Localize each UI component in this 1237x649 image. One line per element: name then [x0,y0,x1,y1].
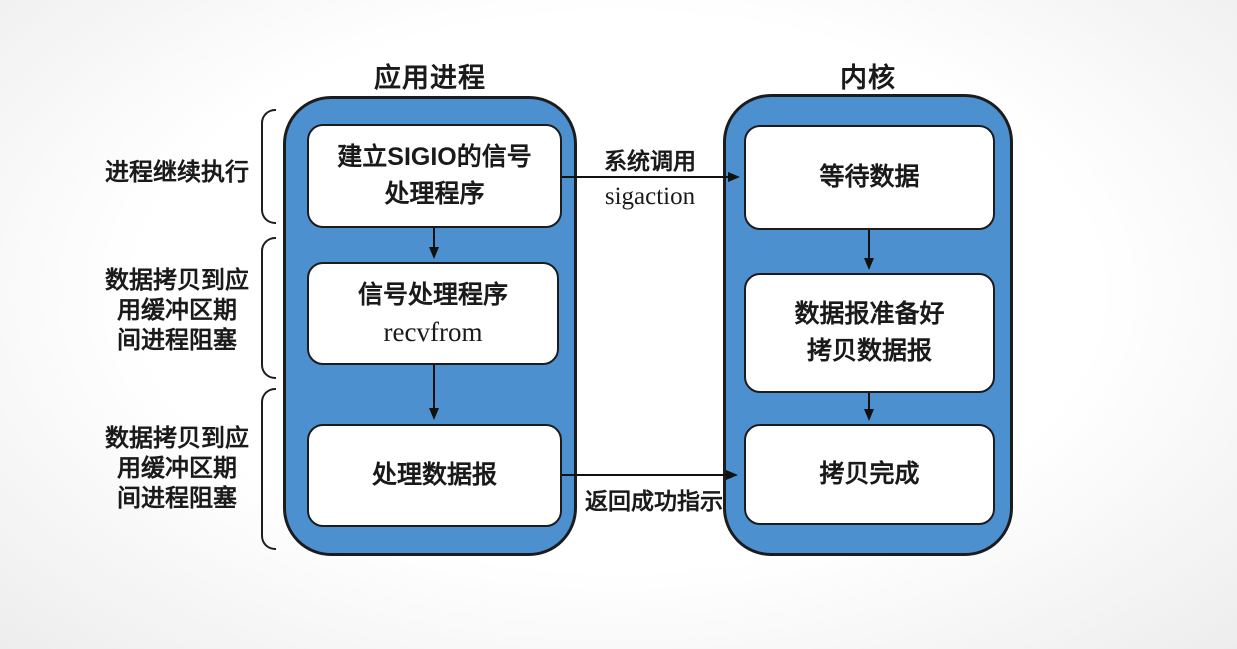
app-box-process-datagram: 处理数据报 [307,424,562,527]
label-line: 数据拷贝到应 [105,267,249,294]
label-line: 间进程阻塞 [117,327,237,354]
return-success-arrow-label: 返回成功指示 [585,488,723,514]
box-text-line: 数据报准备好 [794,300,945,328]
app-box-setup-sigio-handler: 建立SIGIO的信号 处理程序 [307,124,562,228]
kernel-box-wait-for-data: 等待数据 [744,125,995,230]
phase-label-process-continues: 进程继续执行 [98,158,256,188]
bracket-phase-3 [261,388,276,550]
bracket-phase-1 [261,109,276,224]
app-process-title: 应用进程 [374,63,486,93]
label-line: 用缓冲区期 [117,455,237,482]
phase-label-blocked-during-copy-2: 数据拷贝到应 用缓冲区期 间进程阻塞 [98,424,256,514]
label-line: 进程继续执行 [105,159,249,186]
box-text-line: 信号处理程序 [357,280,508,309]
phase-label-blocked-during-copy-1: 数据拷贝到应 用缓冲区期 间进程阻塞 [98,266,256,356]
kernel-box-copy-complete: 拷贝完成 [744,424,995,525]
syscall-arrow-label: 系统调用 [604,148,696,174]
bracket-phase-2 [261,237,276,379]
box-text-line: recvfrom [383,316,483,347]
box-text-line: 处理程序 [384,180,485,208]
box-text-line: 建立SIGIO的信号 [337,143,532,171]
box-text-line: 拷贝完成 [819,460,920,488]
label-line: 用缓冲区期 [117,297,237,324]
kernel-box-datagram-ready-copy: 数据报准备好 拷贝数据报 [744,273,995,393]
box-text-line: 拷贝数据报 [806,337,932,365]
box-text-line: 处理数据报 [371,461,497,489]
sigaction-arrow-label: sigaction [604,183,696,210]
kernel-title: 内核 [840,63,896,93]
label-line: 间进程阻塞 [117,485,237,512]
box-text-line: 等待数据 [819,163,920,191]
label-line: 数据拷贝到应 [105,425,249,452]
app-box-signal-handler-recvfrom: 信号处理程序 recvfrom [307,262,559,365]
